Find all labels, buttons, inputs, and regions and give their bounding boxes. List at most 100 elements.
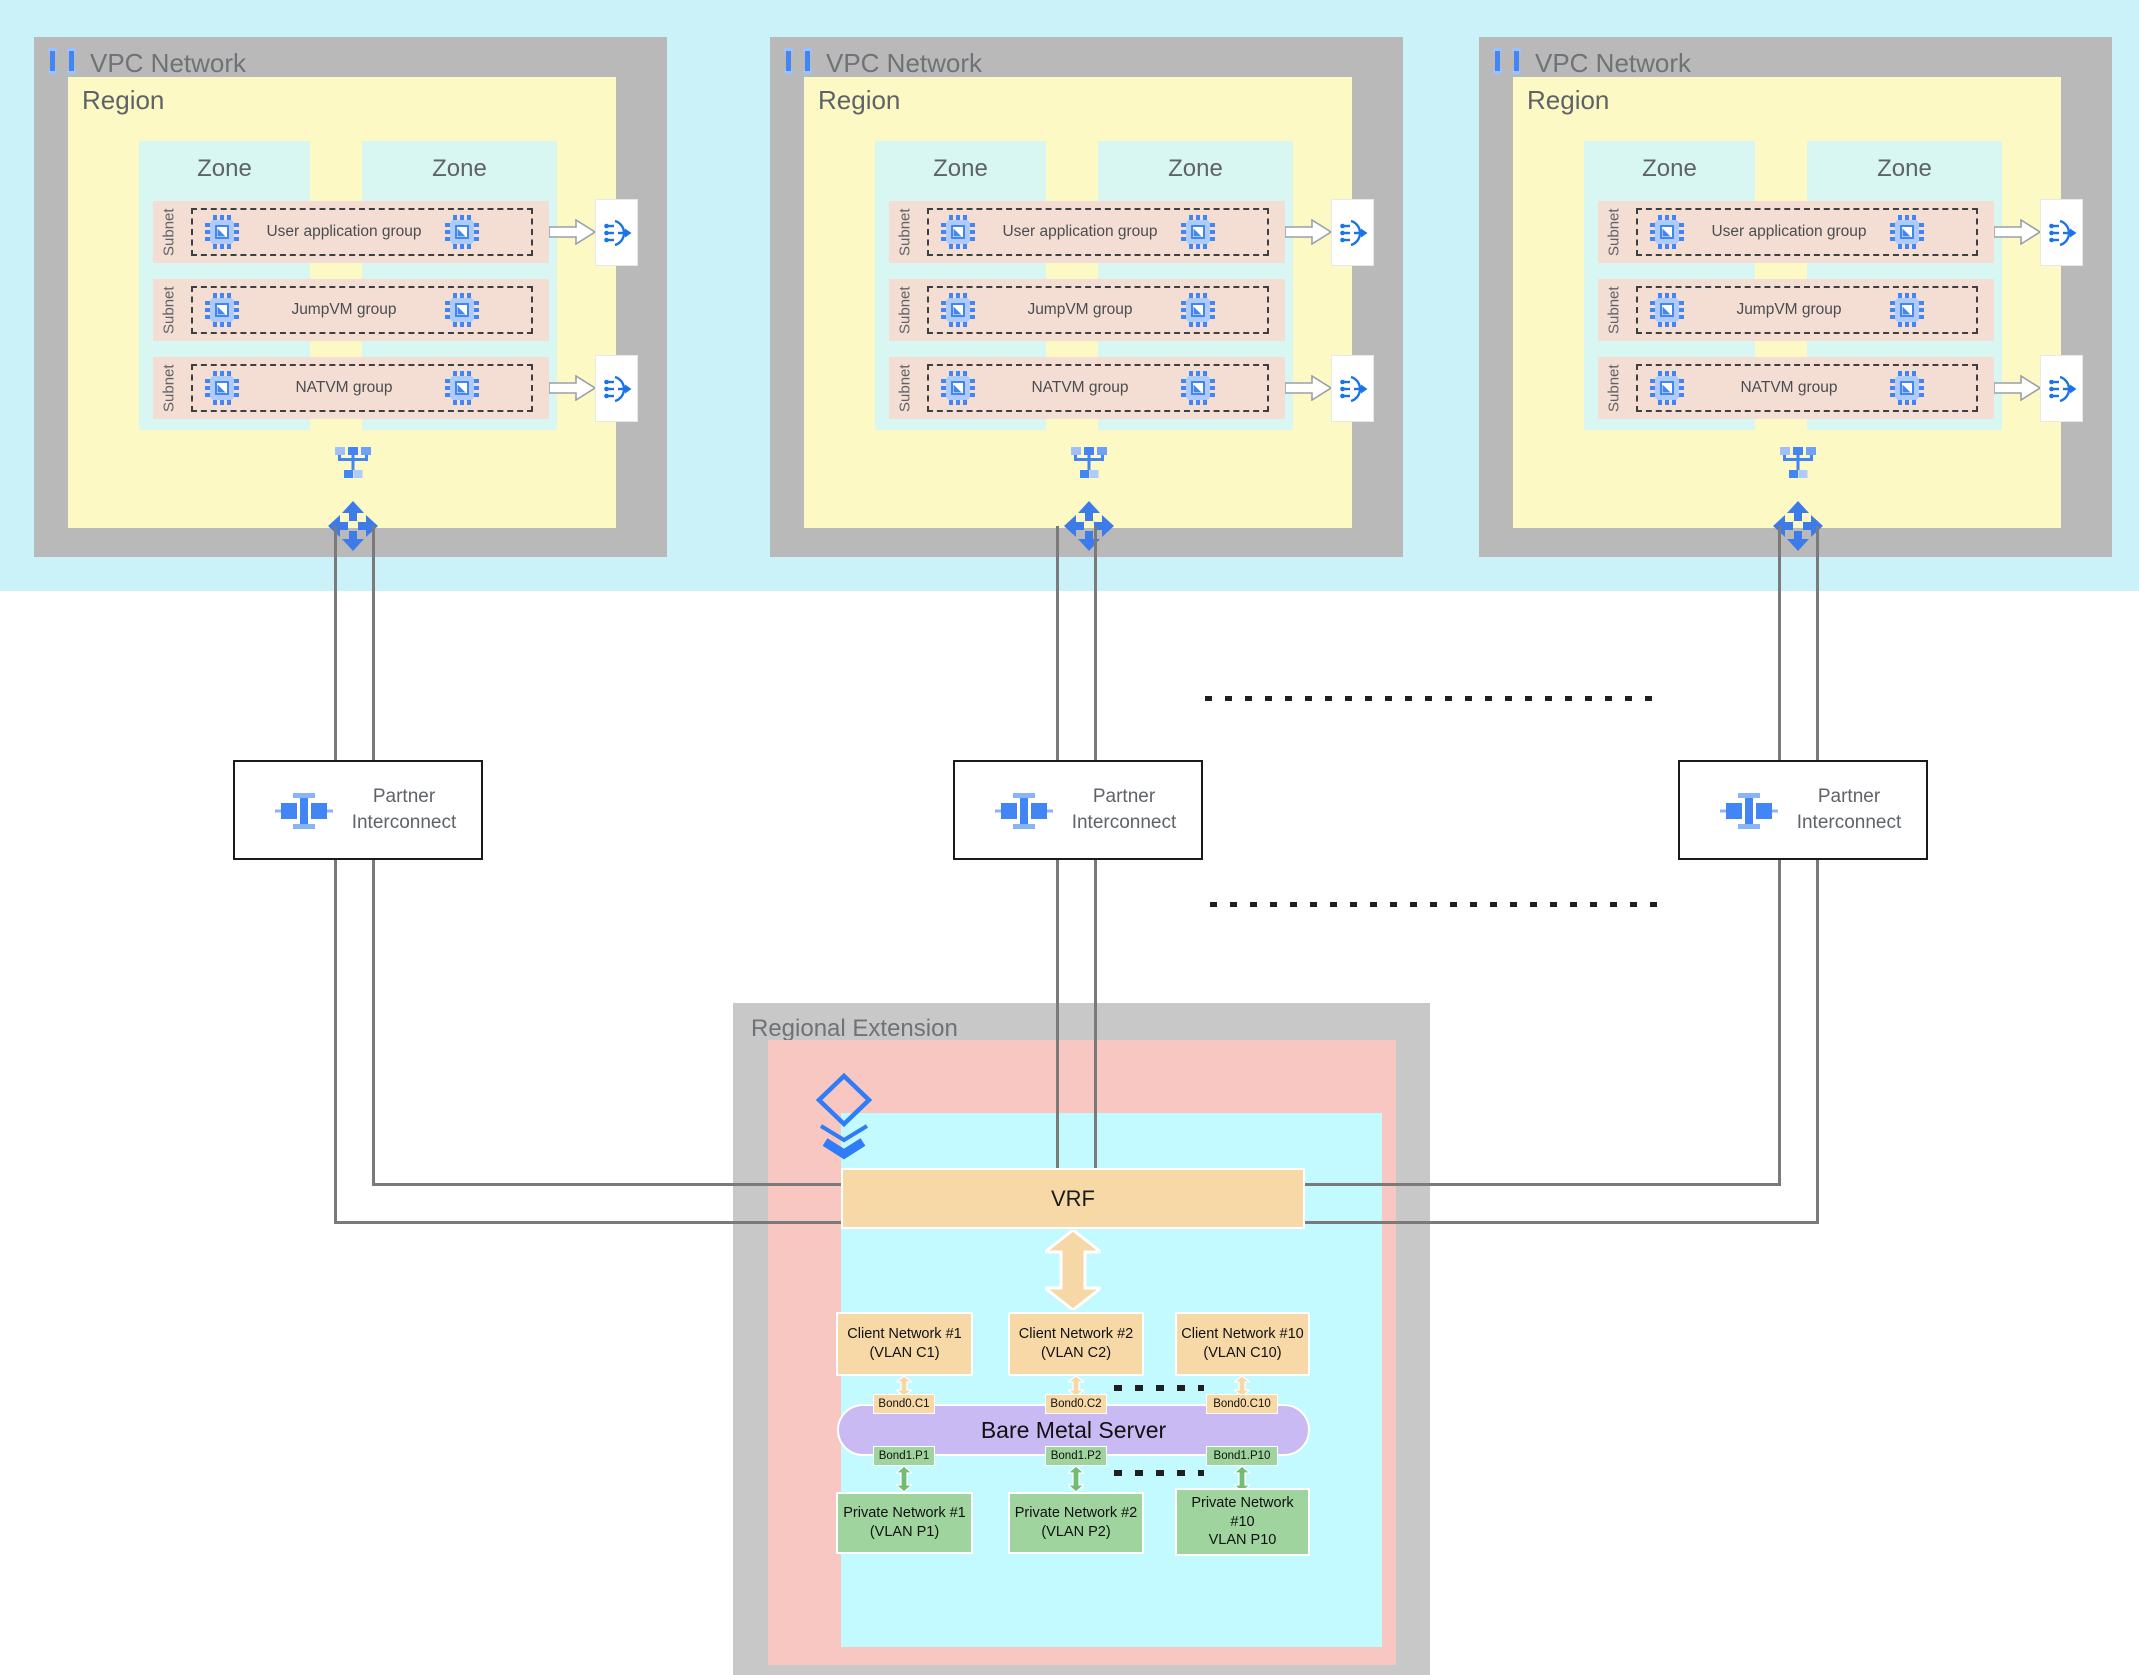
connector-line xyxy=(1305,1183,1781,1186)
client-network-vlan: (VLAN C10) xyxy=(1203,1345,1282,1361)
region-title: Region xyxy=(818,85,901,115)
vm-instance-icon xyxy=(1650,371,1684,405)
connector-line xyxy=(372,1183,841,1186)
instance-group-box: JumpVM group xyxy=(927,286,1269,334)
load-balancer-icon xyxy=(596,356,637,421)
instance-group-box: NATVM group xyxy=(1636,364,1978,412)
connector-line xyxy=(1778,526,1781,760)
vm-instance-icon xyxy=(1181,293,1215,327)
connector-line xyxy=(1816,860,1819,1224)
vm-instance-icon xyxy=(941,215,975,249)
client-network-name: Client Network #10 xyxy=(1181,1326,1304,1343)
bond-arrow xyxy=(1232,1375,1252,1397)
instance-group-label: JumpVM group xyxy=(1736,301,1842,318)
instance-group-box: User application group xyxy=(191,208,533,256)
subnet-label: Subnet xyxy=(160,364,178,412)
client-network-box: Client Network #2 (VLAN C2) xyxy=(1008,1312,1144,1376)
instance-group-label: NATVM group xyxy=(1740,379,1838,396)
flow-arrow xyxy=(548,374,597,402)
subnet-label: Subnet xyxy=(1605,286,1623,334)
instance-group-label: NATVM group xyxy=(295,379,393,396)
vm-instance-icon xyxy=(445,371,479,405)
connector-line xyxy=(1056,860,1059,1168)
instance-group-box: NATVM group xyxy=(191,364,533,412)
load-balancer-icon xyxy=(2041,200,2082,265)
cloud-router-icon xyxy=(1063,500,1115,552)
zone-title: Zone xyxy=(197,155,252,182)
connector-line xyxy=(334,860,337,1224)
vpc-network-icon xyxy=(1491,45,1523,77)
instance-group-label: JumpVM group xyxy=(1027,301,1133,318)
flow-arrow xyxy=(1993,218,2042,246)
network-icon xyxy=(1778,447,1818,483)
instance-group-label: JumpVM group xyxy=(291,301,397,318)
vm-instance-icon xyxy=(205,293,239,327)
flow-arrow xyxy=(1993,374,2042,402)
instance-group-box: JumpVM group xyxy=(1636,286,1978,334)
partner-interconnect-label: Partner Interconnect xyxy=(1071,786,1177,833)
vpc-network-icon xyxy=(46,45,78,77)
connector-line xyxy=(372,526,375,760)
zone-title: Zone xyxy=(1877,155,1932,182)
network-icon xyxy=(1069,447,1109,483)
vm-instance-icon xyxy=(1650,215,1684,249)
vrf-bidirectional-arrow xyxy=(1040,1228,1106,1312)
vm-instance-icon xyxy=(941,293,975,327)
vm-instance-icon xyxy=(941,371,975,405)
partner-interconnect-box: Partner Interconnect xyxy=(953,760,1203,860)
layers-icon xyxy=(813,1072,875,1166)
client-network-vlan: (VLAN C2) xyxy=(1040,1345,1112,1361)
client-network-name: Client Network #1 xyxy=(847,1326,962,1343)
private-network-name: Private Network #2 xyxy=(1014,1505,1138,1522)
vm-instance-icon xyxy=(1181,215,1215,249)
subnet-row: Subnet NATVM group xyxy=(1598,357,1994,419)
network-icon xyxy=(333,447,373,483)
subnet-row: Subnet User application group xyxy=(1598,201,1994,263)
vpc-network-icon xyxy=(782,45,814,77)
interconnect-icon xyxy=(275,790,333,832)
private-network-vlan: (VLAN P1) xyxy=(869,1524,940,1540)
connector-line xyxy=(1778,860,1781,1186)
instance-group-label: User application group xyxy=(1711,223,1867,240)
connector-line xyxy=(372,860,375,1186)
flow-arrow xyxy=(1284,374,1333,402)
bond-arrow xyxy=(894,1375,914,1397)
dotted-separator-small xyxy=(1114,1470,1204,1476)
subnet-label: Subnet xyxy=(160,286,178,334)
vm-instance-icon xyxy=(1181,371,1215,405)
bond-label: Bond0.C2 xyxy=(1045,1394,1107,1414)
client-network-box: Client Network #1 (VLAN C1) xyxy=(836,1312,973,1376)
instance-group-label: User application group xyxy=(266,223,422,240)
load-balancer-icon xyxy=(1332,200,1373,265)
vm-instance-icon xyxy=(1890,371,1924,405)
subnet-row: Subnet User application group xyxy=(889,201,1285,263)
instance-group-box: User application group xyxy=(927,208,1269,256)
interconnect-icon xyxy=(995,790,1053,832)
subnet-label: Subnet xyxy=(1605,208,1623,256)
subnet-row: Subnet JumpVM group xyxy=(153,279,549,341)
partner-interconnect-box: Partner Interconnect xyxy=(1678,760,1928,860)
dotted-separator-small xyxy=(1114,1385,1204,1391)
bond-label: Bond1.P2 xyxy=(1045,1446,1107,1466)
subnet-label: Subnet xyxy=(160,208,178,256)
subnet-label: Subnet xyxy=(896,286,914,334)
bond-arrow xyxy=(894,1465,914,1493)
bond-arrow xyxy=(1066,1465,1086,1493)
region-box: Region Zone Zone Subnet User application… xyxy=(804,77,1373,551)
vm-instance-icon xyxy=(1890,293,1924,327)
zone-title: Zone xyxy=(432,155,487,182)
vpc-network-title: VPC Network xyxy=(826,48,983,78)
bond-label: Bond1.P1 xyxy=(873,1446,935,1466)
cloud-router-icon xyxy=(327,500,379,552)
connector-line xyxy=(334,1221,841,1224)
vm-instance-icon xyxy=(205,371,239,405)
subnet-row: Subnet User application group xyxy=(153,201,549,263)
private-network-vlan: (VLAN P2) xyxy=(1041,1524,1111,1540)
connector-line xyxy=(1816,526,1819,760)
bond-label: Bond0.C10 xyxy=(1206,1394,1278,1414)
region-box: Region Zone Zone Subnet User application… xyxy=(68,77,637,551)
zone-title: Zone xyxy=(1168,155,1223,182)
zone-title: Zone xyxy=(933,155,988,182)
regional-extension-title: Regional Extension xyxy=(751,1015,958,1042)
